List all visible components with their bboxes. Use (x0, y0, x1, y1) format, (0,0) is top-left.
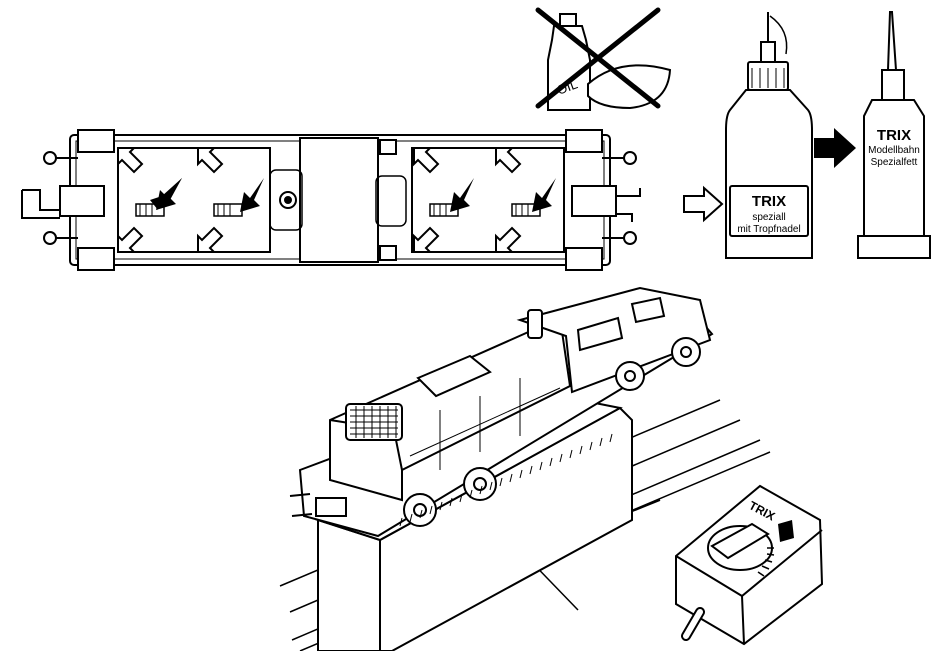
grease-brand: TRIX (877, 127, 911, 144)
oiler-text-line1: speziall (752, 212, 785, 223)
no-household-oil: OIL (548, 14, 670, 110)
grease-text-line1: Modellbahn (868, 145, 920, 156)
oiler-text-line2: mit Tropfnadel (737, 224, 800, 235)
solid-arrow-icon (814, 128, 856, 168)
oiler-brand: TRIX (752, 193, 786, 210)
outline-arrow-icon (684, 188, 722, 220)
grease-text-line2: Spezialfett (871, 157, 918, 168)
chassis-bottom-view (22, 130, 640, 270)
